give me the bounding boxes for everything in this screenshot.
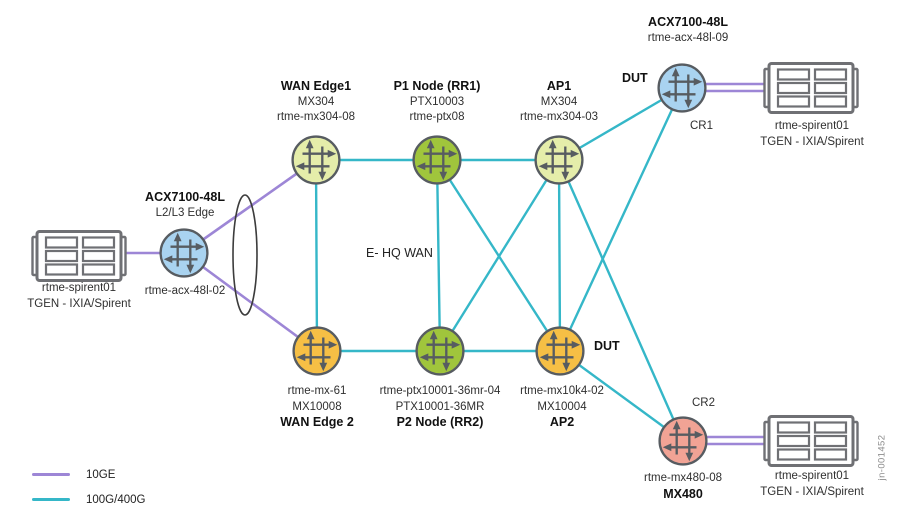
node-wan-edge1: [289, 133, 343, 187]
router-icon: [412, 135, 462, 185]
router-icon: [291, 135, 341, 185]
label-acx-left-hostname: rtme-acx-48l-02: [144, 285, 226, 297]
router-icon: [658, 416, 708, 466]
label-ap2: rtme-mx10k4-02 MX10004 AP2: [520, 385, 604, 429]
tgen-bottom-right: [761, 413, 861, 469]
label-p2: rtme-ptx10001-36mr-04 PTX10001-36MR P2 N…: [379, 385, 501, 429]
link-cr1-ap2: [558, 86, 684, 353]
traffic-generator-icon: [761, 413, 861, 469]
router-icon: [292, 326, 342, 376]
label-cr1-dut: DUT: [622, 71, 648, 85]
node-ap2: [533, 324, 587, 378]
traffic-generator-icon: [29, 228, 129, 284]
link-ap1-p2: [438, 158, 561, 353]
label-cr2: rtme-mx480-08 MX480: [644, 472, 722, 501]
link-acxleft-we2: [182, 251, 319, 353]
label-tgen-top-right: rtme-spirent01 TGEN - IXIA/Spirent: [760, 120, 864, 148]
label-wan-edge1: WAN Edge1 MX304 rtme-mx304-08: [277, 79, 355, 123]
legend-label: 10GE: [86, 468, 116, 481]
tgen-left: [29, 228, 129, 284]
legend: 10GE 100G/400G: [32, 462, 145, 512]
legend-swatch-10ge: [32, 473, 70, 476]
router-icon: [415, 326, 465, 376]
node-cr2-mx480: [656, 414, 710, 468]
node-wan-edge2: [290, 324, 344, 378]
legend-swatch-100g-400g: [32, 498, 70, 501]
link-ap1-ap2: [557, 158, 562, 353]
traffic-generator-icon: [761, 60, 861, 116]
label-cr1: ACX7100-48L rtme-acx-48l-09: [647, 15, 729, 44]
lag-ellipse: [232, 194, 258, 316]
link-we1-we2: [314, 158, 319, 353]
legend-label: 100G/400G: [86, 493, 146, 506]
label-ap2-dut: DUT: [594, 339, 620, 353]
label-cr2-role: CR2: [692, 397, 716, 409]
node-ap1: [532, 133, 586, 187]
label-cr1-role: CR1: [690, 120, 714, 132]
tgen-top-right: [761, 60, 861, 116]
link-p1-p2: [435, 158, 442, 353]
node-p2-rr2: [413, 324, 467, 378]
label-p1: P1 Node (RR1) PTX10003 rtme-ptx08: [393, 79, 481, 123]
legend-item-10ge: 10GE: [32, 462, 145, 487]
link-ap2-cr2: [558, 349, 685, 443]
core-area-label: E- HQ WAN: [366, 246, 433, 260]
label-acx-left: ACX7100-48L L2/L3 Edge: [145, 190, 225, 219]
node-p1-rr1: [410, 133, 464, 187]
label-wan-edge2: rtme-mx-61 MX10008 WAN Edge 2: [280, 385, 354, 429]
node-cr1-acx: [655, 61, 709, 115]
router-icon: [534, 135, 584, 185]
link-acxleft-we1: [182, 158, 318, 255]
legend-item-100g-400g: 100G/400G: [32, 487, 145, 512]
figure-id-watermark: jn-001452: [876, 434, 888, 481]
label-ap1: AP1 MX304 rtme-mx304-03: [520, 79, 598, 123]
router-icon: [657, 63, 707, 113]
link-ap1-cr2: [557, 158, 685, 443]
node-acx-l2l3-edge: [157, 226, 211, 280]
router-icon: [535, 326, 585, 376]
router-icon: [159, 228, 209, 278]
label-tgen-bottom-right: rtme-spirent01 TGEN - IXIA/Spirent: [760, 470, 864, 498]
label-tgen-left: rtme-spirent01 TGEN - IXIA/Spirent: [27, 282, 131, 310]
